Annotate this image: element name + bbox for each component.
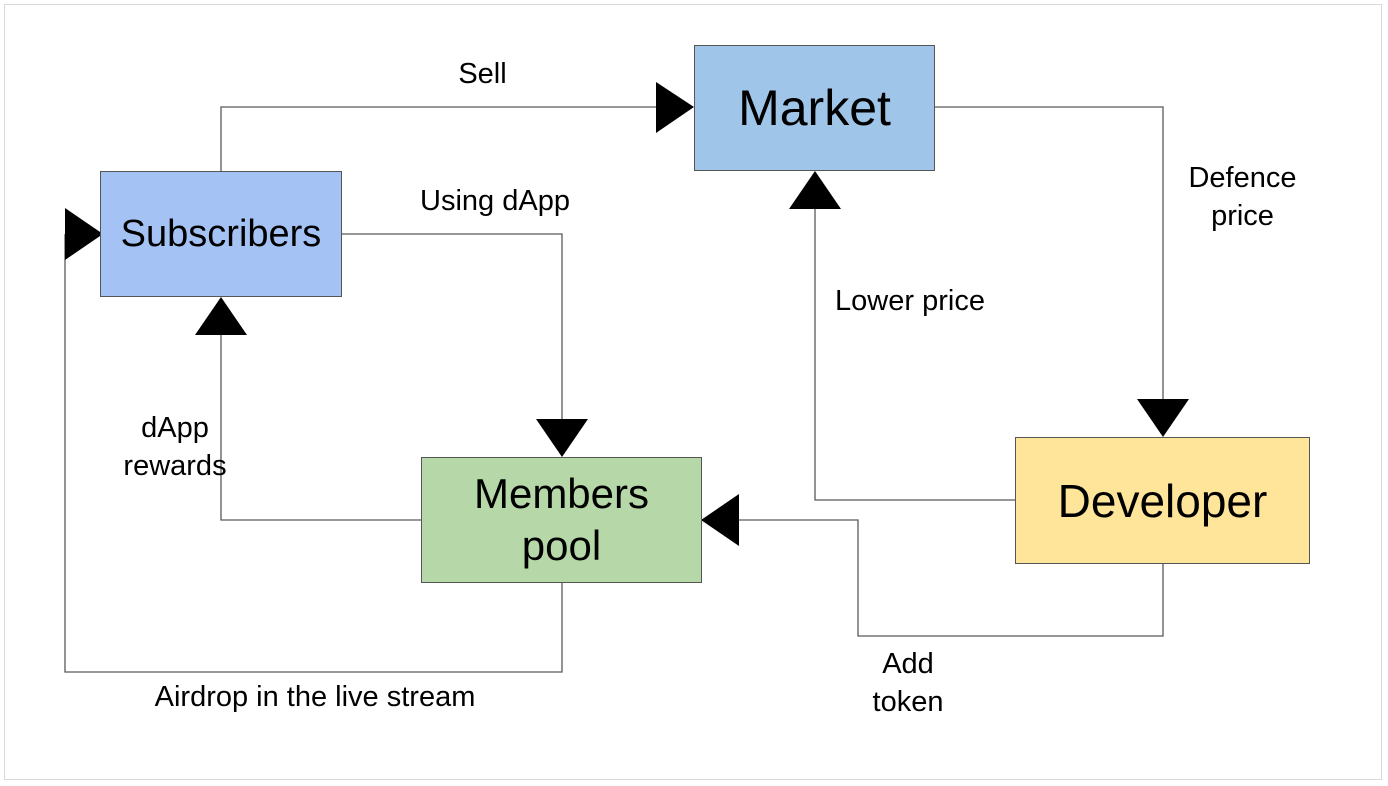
arrowhead-into-subscribers-from-left <box>65 208 103 260</box>
market-box: Market <box>694 45 935 171</box>
market-label: Market <box>738 80 891 136</box>
arrowhead-into-members-pool-from-top <box>536 419 588 457</box>
edge-airdrop-line <box>64 234 563 673</box>
developer-box: Developer <box>1015 437 1310 564</box>
edge-defence-price-line <box>935 106 1164 399</box>
arrowhead-into-members-pool-from-right <box>701 494 739 546</box>
edge-lower-price-line <box>814 209 1015 501</box>
arrowhead-into-developer-from-top <box>1137 399 1189 437</box>
edge-label-using-dapp: Using dApp <box>420 185 570 217</box>
edge-sell-line <box>220 106 656 171</box>
subscribers-box: Subscribers <box>100 171 342 297</box>
edge-label-airdrop: Airdrop in the live stream <box>154 681 476 713</box>
arrowhead-into-subscribers-from-bottom <box>195 297 247 335</box>
edge-dapp-rewards-line <box>220 335 421 521</box>
arrowhead-into-market-from-left <box>656 82 694 133</box>
diagram-frame <box>4 4 1382 780</box>
developer-label: Developer <box>1057 474 1268 527</box>
edge-add-token-line <box>739 519 1164 637</box>
edge-label-lower-price: Lower price <box>835 285 985 317</box>
members-pool-box: Members pool <box>421 457 702 583</box>
arrowhead-into-market-from-bottom <box>789 171 841 209</box>
edge-label-dapp-rewards: dApp rewards <box>123 412 227 482</box>
edge-label-defence-price: Defence price <box>1188 162 1297 232</box>
subscribers-label: Subscribers <box>120 212 322 255</box>
edge-label-add-token: Add token <box>872 648 944 718</box>
members-pool-label: Members pool <box>473 469 650 570</box>
edge-label-sell: Sell <box>458 58 507 90</box>
edge-using-dapp-line <box>342 233 563 419</box>
